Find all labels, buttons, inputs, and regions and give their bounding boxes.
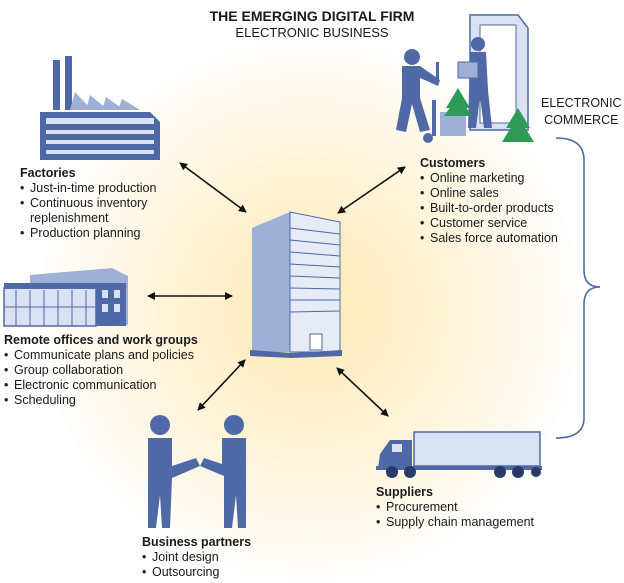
- connection-arrows: [147, 162, 406, 417]
- commerce-brace: [555, 137, 601, 439]
- customers-heading: Customers: [420, 156, 486, 170]
- business-partners-heading: Business partners: [142, 535, 252, 549]
- list-item: Just-in-time production: [20, 181, 156, 196]
- arrow-partners: [197, 359, 246, 411]
- list-item: Production planning: [20, 226, 156, 241]
- office-building-icon: [3, 268, 128, 327]
- diagram-title: THE EMERGING DIGITAL FIRM: [209, 8, 415, 24]
- list-item: Outsourcing: [142, 565, 251, 580]
- commerce-label-line-2: COMMERCE: [544, 113, 619, 127]
- factories-heading: Factories: [20, 166, 76, 180]
- remote-offices-block: Remote offices and work groups Communica…: [4, 333, 198, 408]
- diagram-subtitle: ELECTRONIC BUSINESS: [235, 25, 389, 40]
- list-item: Built-to-order products: [420, 201, 558, 216]
- list-item: Electronic communication: [4, 378, 198, 393]
- delivery-person-icon: [396, 14, 534, 143]
- list-item: Scheduling: [4, 393, 198, 408]
- list-item: Sales force automation: [420, 231, 558, 246]
- list-item: Group collaboration: [4, 363, 198, 378]
- list-item: Customer service: [420, 216, 558, 231]
- list-item: Procurement: [376, 500, 534, 515]
- commerce-label-line-1: ELECTRONIC: [541, 96, 622, 110]
- suppliers-heading: Suppliers: [376, 485, 433, 499]
- list-item-continuation: replenishment: [30, 211, 109, 225]
- factory-icon: [40, 56, 160, 160]
- central-building-icon: [250, 211, 342, 358]
- list-item: Online sales: [420, 186, 558, 201]
- list-item: Continuous inventory: [20, 196, 156, 211]
- arrow-customers: [337, 166, 406, 214]
- list-item: Communicate plans and policies: [4, 348, 198, 363]
- factories-block: Factories Just-in-time production Contin…: [20, 166, 156, 241]
- customers-block: Customers Online marketing Online sales …: [420, 156, 558, 246]
- list-item: Joint design: [142, 550, 251, 565]
- list-item: Supply chain management: [376, 515, 534, 530]
- suppliers-block: Suppliers Procurement Supply chain manag…: [376, 485, 534, 530]
- arrow-suppliers: [336, 367, 389, 417]
- arrow-factories: [179, 162, 247, 213]
- list-item: Online marketing: [420, 171, 558, 186]
- business-partners-block: Business partners Joint design Outsourci…: [142, 535, 251, 580]
- handshake-icon: [148, 415, 246, 528]
- truck-icon: [376, 431, 542, 478]
- remote-offices-heading: Remote offices and work groups: [4, 333, 198, 347]
- commerce-label: ELECTRONIC COMMERCE: [541, 95, 622, 129]
